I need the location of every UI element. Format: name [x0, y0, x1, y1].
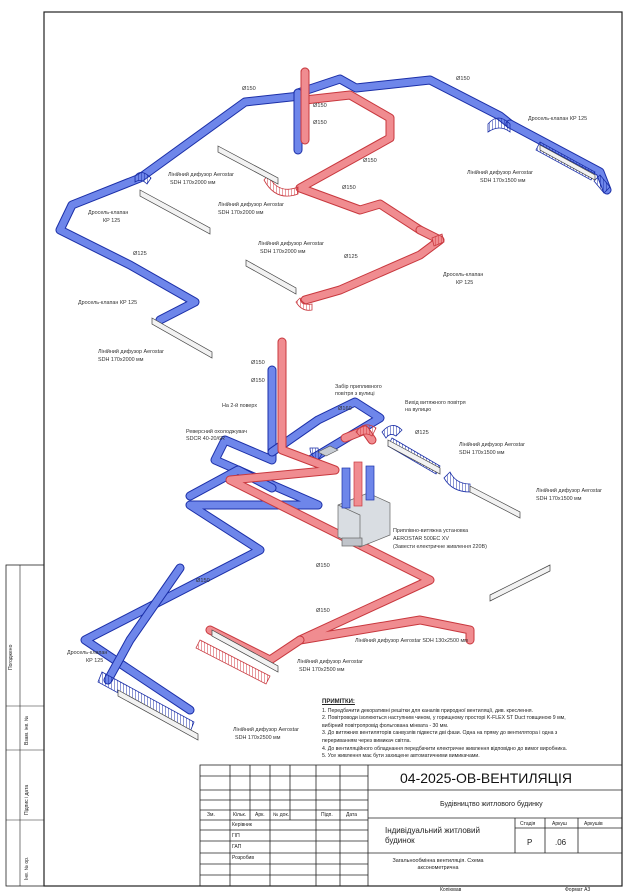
valve-label: Дросель-клапан	[67, 650, 108, 656]
col-header: № док.	[273, 812, 290, 818]
copied-label: Копіював	[440, 887, 462, 893]
lower-extract-ducts	[205, 337, 475, 665]
cooler-label: SDCR 40-20/6R	[186, 436, 225, 442]
diffuser-label: Лінійний дифузор Aerostar	[98, 349, 164, 355]
col-header: Підп.	[321, 812, 333, 818]
exhaust-label: на вулицю	[405, 407, 432, 413]
format-label: Формат А3	[565, 887, 591, 893]
dia-label: Ø150	[251, 360, 265, 366]
diffuser-label: Лінійний дифузор Aerostar	[536, 488, 602, 494]
dia-label: Ø150	[251, 378, 265, 384]
reverse-cooler	[317, 445, 339, 457]
diffuser-label: Лінійний дифузор Aerostar	[218, 202, 284, 208]
diffuser-label: SDH 170х1500 мм	[536, 496, 582, 502]
diffuser-label: Лінійний дифузор Aerostar	[467, 170, 533, 176]
valve-label: Дросель-клапан КР 125	[78, 300, 138, 306]
sheets-label: Аркушів	[584, 821, 603, 827]
intake-label: Забір припливного	[335, 384, 382, 390]
valve-label: Дросель-клапан	[443, 272, 484, 278]
col-header: Арк.	[255, 812, 265, 818]
note-item: 5. Усе живлення має бути захищене автома…	[322, 753, 480, 760]
dia-label: Ø150	[242, 86, 256, 92]
upper-diffusers	[139, 144, 596, 359]
note-item: перериванням через вимикач світла.	[322, 737, 411, 744]
diffuser-label: SDH 170х2000 мм	[260, 249, 306, 255]
diffuser-label: SDH 170х2500 мм	[299, 667, 345, 673]
lower-diffusers	[117, 439, 551, 741]
cooler-label: Реверсний охолоджувач	[186, 429, 247, 435]
stage-value: Р	[527, 838, 533, 847]
dia-label: Ø150	[363, 158, 377, 164]
notes-title: ПРИМІТКИ:	[322, 699, 355, 705]
note-item: 1. Передбачити декоративні решітки для к…	[322, 707, 534, 714]
valve-label: КР 125	[456, 280, 474, 286]
sheet-label: Аркуш	[552, 821, 567, 827]
valve-label: КР 125	[103, 218, 121, 224]
diffuser-label: Лінійний дифузор Aerostar	[459, 442, 525, 448]
diffuser-label: SDH 170х2000 мм	[98, 357, 144, 363]
dia-label: Ø125	[344, 254, 358, 260]
unit-label: AEROSTAR 500EC XV	[393, 536, 449, 542]
building-title: Будівництво житлового будинку	[440, 801, 543, 808]
diffuser-label: Лінійний дифузор Aerostar	[168, 172, 234, 178]
diffuser-label: Лінійний дифузор Aerostar	[297, 659, 363, 665]
dia-label: Ø150	[313, 120, 327, 126]
note-item: вибірний повітропровід фольгована мінват…	[322, 722, 449, 729]
dia-label: Ø150	[313, 103, 327, 109]
role-label: Керівник	[232, 822, 252, 828]
dia-label: Ø150	[342, 185, 356, 191]
role-label: ГІП	[232, 833, 240, 839]
unit-label: Приплівно-витяжна установка	[393, 528, 469, 534]
sheet-title: Загальнообмінна вентиляція. Схема аксоно…	[392, 858, 484, 871]
side-stamp	[5, 564, 45, 887]
side-inv-replace: Взам. інв. №	[24, 715, 30, 745]
title-block	[199, 764, 623, 887]
note-item: 3. До витяжних вентиляторів санвузлів пі…	[322, 730, 558, 737]
upper-flex-red	[263, 174, 445, 311]
note-item: 2. Повітроводи ізолюються наступним чино…	[322, 715, 566, 722]
notes-block: ПРИМІТКИ: 1. Передбачити декоративні реш…	[322, 699, 622, 761]
diffuser-label: SDH 170х1500 мм	[459, 450, 505, 456]
diffuser-label: SDH 170х2000 мм	[218, 210, 264, 216]
valve-label: КР 125	[86, 658, 104, 664]
dia-label: Ø150	[196, 578, 210, 584]
project-title: Індивідуальний житловий будинок	[385, 826, 480, 845]
upper-extract-ducts	[295, 67, 445, 305]
col-header: Зм.	[207, 812, 215, 818]
air-handling-unit	[337, 461, 391, 548]
drawing-code: 04-2025-ОВ-ВЕНТИЛЯЦІЯ	[400, 770, 572, 786]
side-sign-date: Підпис і дата	[24, 784, 30, 815]
sheet-value: .06	[555, 838, 567, 847]
intake-label: повітря з вулиці	[335, 391, 375, 397]
dia-label: Ø150	[316, 608, 330, 614]
col-header: Дата	[346, 812, 358, 818]
valve-label: Дросель-клапан КР 125	[528, 116, 588, 122]
dia-label: Ø125	[133, 251, 147, 257]
unit-label: (Завести електричне живлення 220В)	[393, 544, 487, 550]
exhaust-label: Вихід витяжного повітря	[405, 400, 466, 406]
diffuser-label: SDH 170х1500 мм	[480, 178, 526, 184]
valve-label: Дросель-клапан	[88, 210, 129, 216]
side-agreed: Погоджено	[8, 644, 14, 670]
diffuser-label: Лінійний дифузор Aerostar SDH 130х2500 м…	[355, 638, 468, 644]
role-label: ГАП	[232, 844, 242, 850]
side-inv-orig: Інв. № ор.	[24, 856, 30, 880]
diffuser-label: Лінійний дифузор Aerostar	[233, 727, 299, 733]
dia-label: Ø150	[316, 563, 330, 569]
floor2-label: На 2-й поверх	[222, 403, 258, 409]
col-header: Кільк.	[233, 812, 247, 818]
role-label: Розробив	[232, 855, 255, 861]
diffuser-label: SDH 170х2500 мм	[235, 735, 281, 741]
dia-label: Ø150	[456, 76, 470, 82]
note-item: 4. До вентиляційного обладнання передбач…	[322, 745, 568, 752]
dia-label: Ø160	[338, 406, 352, 412]
stage-label: Стадія	[520, 821, 536, 827]
lower-flex-red	[195, 424, 377, 685]
diffuser-label: Лінійний дифузор Aerostar	[258, 241, 324, 247]
diffuser-label: SDH 170х2000 мм	[170, 180, 216, 186]
dia-label: Ø125	[415, 430, 429, 436]
